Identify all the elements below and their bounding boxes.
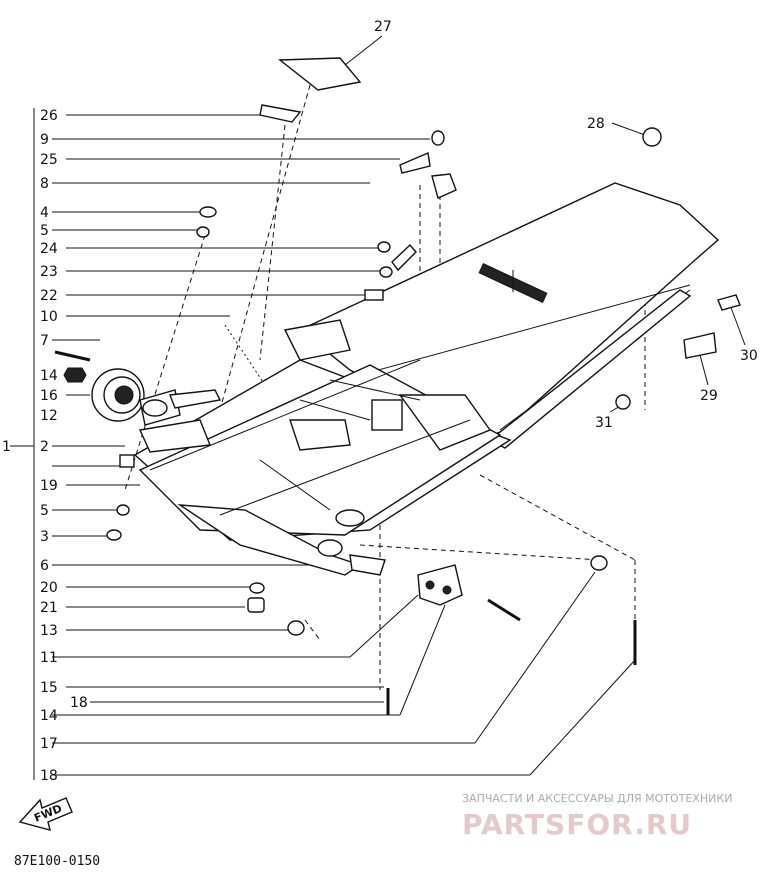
pad-22	[364, 289, 384, 301]
leader-lines	[52, 114, 636, 776]
callout-23: 23	[40, 264, 58, 280]
callout-9: 9	[40, 132, 49, 148]
bracket-6	[349, 554, 386, 576]
drawing-code: 87E100-0150	[14, 854, 100, 869]
nut-31	[615, 394, 631, 410]
callout-31: 31	[595, 415, 613, 431]
stay-23	[391, 243, 417, 272]
callout-13: 13	[40, 623, 58, 639]
bracket-12	[138, 419, 211, 453]
bracket-8	[431, 173, 457, 199]
callout-19: 19	[40, 478, 58, 494]
callout-14-upper: 14	[40, 368, 58, 384]
label-29	[683, 332, 717, 359]
callout-15: 15	[40, 680, 58, 696]
bracket-11	[417, 564, 463, 606]
callout-30: 30	[740, 348, 758, 364]
frame-assembly	[133, 319, 512, 576]
plate-25	[399, 152, 431, 174]
bolt-18-upper	[487, 598, 521, 622]
callout-28: 28	[587, 116, 605, 132]
grommet-4	[199, 206, 217, 218]
nut-23	[379, 266, 393, 278]
bolt-14-upper	[63, 367, 87, 383]
plate-26	[259, 104, 302, 123]
small-parts	[106, 57, 741, 715]
nut-9	[431, 130, 445, 146]
callout-22: 22	[40, 288, 58, 304]
fwd-arrow-icon: FWD	[18, 797, 73, 831]
callout-26: 26	[40, 108, 58, 124]
callout-18-bottom: 18	[40, 768, 58, 784]
clip-30	[717, 294, 741, 311]
callout-5-upper: 5	[40, 223, 49, 239]
air-duct-part-16	[91, 368, 145, 422]
callout-17: 17	[40, 736, 58, 752]
damper-2	[119, 454, 135, 468]
callout-25: 25	[40, 152, 58, 168]
callout-2: 2	[40, 439, 49, 455]
callout-10: 10	[40, 309, 58, 325]
callout-29: 29	[700, 388, 718, 404]
screw-7	[54, 350, 91, 362]
callout-18-mid: 18	[70, 695, 88, 711]
collar-21	[247, 597, 265, 613]
callout-8: 8	[40, 176, 49, 192]
callout-21: 21	[40, 600, 58, 616]
callout-20: 20	[40, 580, 58, 596]
callout-11: 11	[40, 650, 58, 666]
callout-7: 7	[40, 333, 49, 349]
washer-5-upper	[196, 226, 210, 238]
callout-16: 16	[40, 388, 58, 404]
callout-3: 3	[40, 529, 49, 545]
cross-member	[139, 389, 222, 426]
callout-4: 4	[40, 205, 49, 221]
watermark-tagline: ЗАПЧАСТИ И АКСЕССУАРЫ ДЛЯ МОТОТЕХНИКИ	[462, 792, 732, 805]
callout-group-1: 1	[2, 439, 11, 455]
callout-24: 24	[40, 241, 58, 257]
cap-28	[642, 127, 662, 147]
right-callouts: 27 28 30 29 31	[344, 19, 758, 431]
callout-5-lower: 5	[40, 503, 49, 519]
nut-13	[287, 620, 305, 636]
watermark-brand: PARTSFOR.RU	[462, 808, 692, 841]
center-bracket	[478, 263, 548, 303]
callout-14-lower: 14	[40, 708, 58, 724]
washer-20	[249, 582, 265, 594]
cap-17	[590, 555, 608, 571]
nut-24	[377, 241, 391, 253]
callout-27: 27	[374, 19, 392, 35]
callout-12: 12	[40, 408, 58, 424]
callout-6: 6	[40, 558, 49, 574]
cover-27	[278, 57, 362, 91]
left-callouts: 26 9 25 8 4 5 24 23 22 10 7 14 16 2 12 1…	[40, 108, 88, 784]
grommet-3	[106, 529, 122, 541]
washer-5-lower	[116, 504, 130, 516]
